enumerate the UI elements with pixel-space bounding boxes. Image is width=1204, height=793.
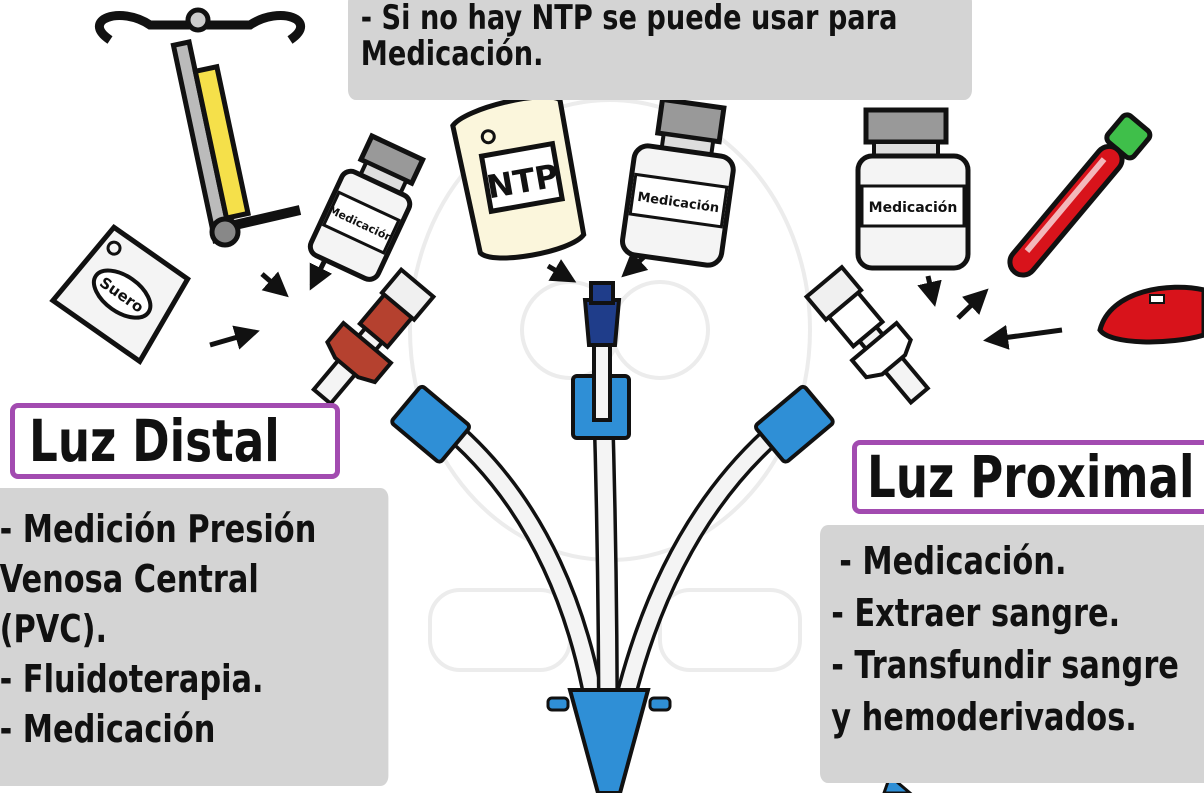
ntp-bag-icon: NTP xyxy=(450,94,587,261)
distal-line-2: Venosa Central xyxy=(0,557,259,601)
distal-lumen-connector xyxy=(310,266,471,464)
medication-vial-left-icon: Medicación xyxy=(307,132,427,282)
proximal-lumen-connector xyxy=(754,264,931,464)
blood-bag-icon xyxy=(1097,284,1204,345)
blood-tube-icon xyxy=(1007,112,1153,278)
medication-vial-center-icon: Medicación xyxy=(620,96,736,268)
luz-proximal-title: Luz Proximal xyxy=(852,440,1204,514)
medication-vial-right-icon: Medicación xyxy=(855,107,971,271)
top-note-line-1: - Si no hay NTP se puede usar para xyxy=(360,0,898,38)
luz-proximal-title-text: Luz Proximal xyxy=(867,443,1195,511)
proximal-line-1: - Medicación. xyxy=(839,539,1067,583)
proximal-line-2: - Extraer sangre. xyxy=(831,591,1121,635)
medication-right-label: Medicación xyxy=(869,200,958,216)
top-note-line-2: Medicación. xyxy=(360,34,544,74)
flow-arrows xyxy=(209,251,1063,350)
distal-line-1: - Medición Presión xyxy=(0,507,317,551)
proximal-description-box: - Medicación. - Extraer sangre. - Transf… xyxy=(820,525,1204,783)
distal-line-3: (PVC). xyxy=(0,607,108,651)
distal-description-box: - Medición Presión Venosa Central (PVC).… xyxy=(0,488,389,786)
distal-line-4: - Fluidoterapia. xyxy=(0,657,264,701)
luz-distal-title-text: Luz Distal xyxy=(29,407,280,475)
iv-drip-stand-icon xyxy=(94,7,306,248)
distal-line-5: - Medicación xyxy=(0,707,216,751)
serum-bag-icon: Suero xyxy=(49,223,191,365)
proximal-line-4: y hemoderivados. xyxy=(831,695,1137,739)
top-note-box: - Si no hay NTP se puede usar para Medic… xyxy=(348,0,972,100)
medial-lumen-connector xyxy=(571,281,631,440)
luz-distal-title: Luz Distal xyxy=(10,403,340,479)
proximal-line-3: - Transfundir sangre xyxy=(831,643,1179,687)
catheter-main-hub xyxy=(567,688,651,793)
